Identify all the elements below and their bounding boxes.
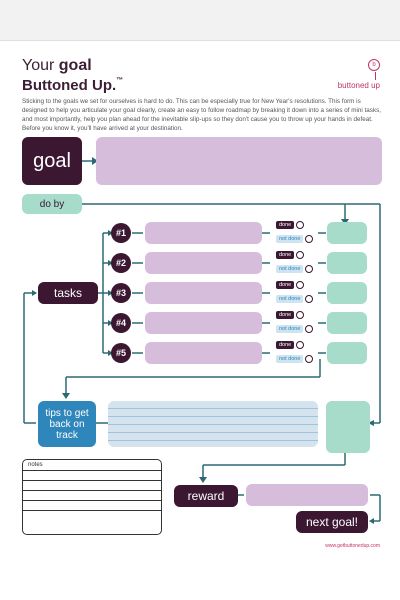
website-url: www.getbuttonedup.com <box>325 543 380 549</box>
goal-input-box[interactable] <box>96 137 382 185</box>
done-tag: done <box>276 341 295 349</box>
not-done-radio[interactable] <box>305 325 314 333</box>
goal-worksheet: Your goal Buttoned Up.™ b buttoned up St… <box>0 41 400 600</box>
tips-line <box>108 417 318 425</box>
brand-name: buttoned up <box>337 81 380 90</box>
task-date-box[interactable] <box>327 252 367 274</box>
not-done-radio[interactable] <box>305 235 314 243</box>
done-radio[interactable] <box>296 311 305 319</box>
not-done-radio[interactable] <box>305 265 314 273</box>
reward-label: reward <box>174 485 238 507</box>
trademark-symbol: ™ <box>116 77 124 84</box>
notes-box[interactable]: notes <box>22 459 162 535</box>
not-done-option[interactable]: not done <box>276 235 314 243</box>
next-goal-label: next goal! <box>296 511 368 533</box>
done-radio[interactable] <box>296 281 305 289</box>
task-date-box[interactable] <box>327 312 367 334</box>
tips-date-box[interactable] <box>326 401 370 453</box>
goal-label: goal <box>22 137 82 185</box>
done-tag: done <box>276 251 295 259</box>
title-prefix: Your <box>22 57 55 74</box>
done-option[interactable]: done <box>276 221 305 229</box>
task-number: #5 <box>111 343 131 363</box>
task-number: #2 <box>111 253 131 273</box>
done-tag: done <box>276 221 295 229</box>
done-radio[interactable] <box>296 221 305 229</box>
done-radio[interactable] <box>296 341 305 349</box>
page-title: Your goal <box>22 57 92 75</box>
task-input-box[interactable] <box>145 222 262 244</box>
not-done-tag: not done <box>276 295 304 303</box>
task-date-box[interactable] <box>327 222 367 244</box>
done-tag: done <box>276 281 295 289</box>
task-date-box[interactable] <box>327 282 367 304</box>
not-done-option[interactable]: not done <box>276 325 314 333</box>
not-done-radio[interactable] <box>305 355 314 363</box>
tips-line <box>108 409 318 417</box>
page-subtitle: Buttoned Up.™ <box>22 77 123 94</box>
tips-label: tips to get back on track <box>38 401 96 447</box>
not-done-tag: not done <box>276 325 304 333</box>
not-done-option[interactable]: not done <box>276 355 314 363</box>
task-number: #3 <box>111 283 131 303</box>
not-done-tag: not done <box>276 355 304 363</box>
done-option[interactable]: done <box>276 281 305 289</box>
tips-input-box[interactable] <box>108 401 318 447</box>
task-input-box[interactable] <box>145 312 262 334</box>
not-done-radio[interactable] <box>305 295 314 303</box>
done-tag: done <box>276 311 295 319</box>
intro-paragraph: Sticking to the goals we set for ourselv… <box>22 98 381 132</box>
done-option[interactable]: done <box>276 341 305 349</box>
subtitle-text: Buttoned Up. <box>22 77 117 94</box>
done-option[interactable]: done <box>276 251 305 259</box>
task-input-box[interactable] <box>145 342 262 364</box>
task-number: #1 <box>111 223 131 243</box>
flow-connectors <box>23 157 381 524</box>
do-by-label: do by <box>22 194 82 214</box>
not-done-tag: not done <box>276 265 304 273</box>
not-done-tag: not done <box>276 235 304 243</box>
done-radio[interactable] <box>296 251 305 259</box>
browser-top-bar <box>0 0 400 41</box>
task-number: #4 <box>111 313 131 333</box>
tasks-label: tasks <box>38 282 98 304</box>
task-date-box[interactable] <box>327 342 367 364</box>
task-input-box[interactable] <box>145 282 262 304</box>
notes-line <box>23 491 161 501</box>
notes-line <box>23 511 161 520</box>
not-done-option[interactable]: not done <box>276 265 314 273</box>
notes-label: notes <box>23 460 161 471</box>
task-input-box[interactable] <box>145 252 262 274</box>
brand-mark-icon: b <box>368 59 380 71</box>
done-option[interactable]: done <box>276 311 305 319</box>
brand-divider <box>375 72 376 80</box>
not-done-option[interactable]: not done <box>276 295 314 303</box>
brand-logo: b buttoned up <box>338 59 380 90</box>
notes-line <box>23 501 161 511</box>
tips-line <box>108 425 318 433</box>
notes-line <box>23 481 161 491</box>
tips-line <box>108 433 318 441</box>
notes-line <box>23 471 161 481</box>
reward-input-box[interactable] <box>246 484 368 506</box>
tips-line <box>108 401 318 409</box>
title-bold: goal <box>58 57 92 74</box>
